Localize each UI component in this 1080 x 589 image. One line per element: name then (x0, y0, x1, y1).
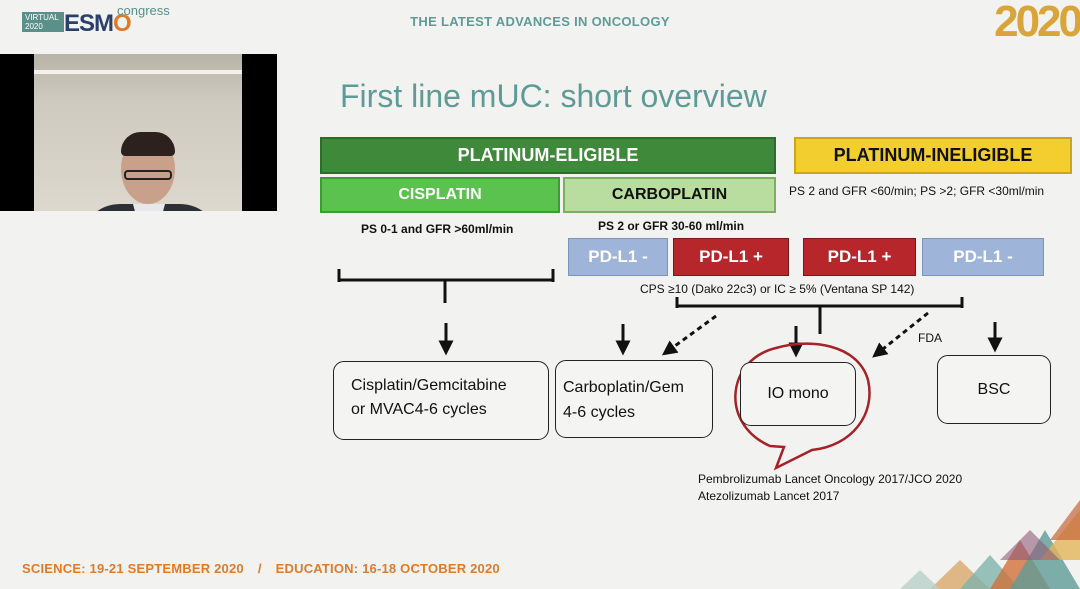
outcome-carbo-line1: Carboplatin/Gem (563, 379, 684, 396)
io-speech-bubble (734, 342, 871, 471)
esmo-logo: ESMO (64, 10, 132, 38)
reference-atezolizumab: Atezolizumab Lancet 2017 (698, 489, 840, 503)
logo-virtual-text: VIRTUAL (25, 13, 59, 22)
platinum-ineligible-box: PLATINUM-INELIGIBLE (794, 137, 1072, 174)
pdl1-negative-left: PD-L1 - (568, 238, 668, 276)
cisplatin-bracket (337, 269, 555, 303)
logo-congress: congress (117, 3, 170, 18)
speaker-shirt (133, 204, 165, 211)
logo-m: M (94, 10, 114, 37)
year-graphic: 2020 (994, 0, 1080, 46)
outcome-cis-line2: or MVAC4-6 cycles (351, 401, 487, 418)
header-title: THE LATEST ADVANCES IN ONCOLOGY (410, 14, 670, 29)
pdl1-negative-right: PD-L1 - (922, 238, 1044, 276)
fda-label: FDA (918, 331, 942, 345)
esmo-virtual-badge: VIRTUAL 2020 (22, 12, 64, 32)
outcome-io-mono: IO mono (740, 362, 856, 426)
cisplatin-box: CISPLATIN (320, 177, 560, 213)
logo-o: O (113, 10, 132, 37)
carboplatin-box: CARBOPLATIN (563, 177, 776, 213)
pdl1-positive-left: PD-L1 + (673, 238, 789, 276)
cps-note: CPS ≥10 (Dako 22c3) or IC ≥ 5% (Ventana … (640, 282, 915, 296)
decorative-triangles (900, 500, 1080, 589)
speaker-glasses (124, 170, 172, 180)
carboplatin-criteria: PS 2 or GFR 30-60 ml/min (598, 219, 745, 233)
logo-year-text: 2020 (25, 22, 43, 31)
dashed-arrow-fda-to-io (872, 311, 929, 358)
footer-education: EDUCATION: 16-18 OCTOBER 2020 (275, 561, 500, 576)
footer-separator: / (257, 561, 262, 576)
platinum-eligible-box: PLATINUM-ELIGIBLE (320, 137, 776, 174)
references: Pembrolizumab Lancet Oncology 2017/JCO 2… (698, 471, 962, 505)
webcam-light-strip (34, 70, 242, 74)
dashed-arrow-pdl1-pos-to-carbo (661, 314, 717, 356)
footer-science: SCIENCE: 19-21 SEPTEMBER 2020 (22, 561, 244, 576)
pdl1-positive-right: PD-L1 + (803, 238, 916, 276)
reference-pembrolizumab: Pembrolizumab Lancet Oncology 2017/JCO 2… (698, 472, 963, 486)
speaker-hair (121, 132, 175, 156)
outcome-carbo-line2: 4-6 cycles (563, 404, 636, 421)
outcome-bsc: BSC (937, 355, 1051, 424)
cisplatin-criteria: PS 0-1 and GFR >60ml/min (361, 222, 514, 236)
slide-title: First line mUC: short overview (340, 78, 767, 114)
outcome-cis-line1: Cisplatin/Gemcitabine (351, 377, 507, 394)
outcome-cisplatin-gemcitabine: Cisplatin/Gemcitabine or MVAC4-6 cycles (333, 361, 549, 440)
pdl1-bracket (675, 297, 964, 334)
outcome-carboplatin-gem: Carboplatin/Gem 4-6 cycles (555, 360, 713, 438)
logo-es: ES (64, 10, 95, 37)
ineligible-criteria: PS 2 and GFR <60/min; PS >2; GFR <30ml/m… (789, 184, 1045, 198)
speaker-webcam (0, 54, 277, 211)
footer-dates: SCIENCE: 19-21 SEPTEMBER 2020 / EDUCATION:… (22, 561, 500, 576)
